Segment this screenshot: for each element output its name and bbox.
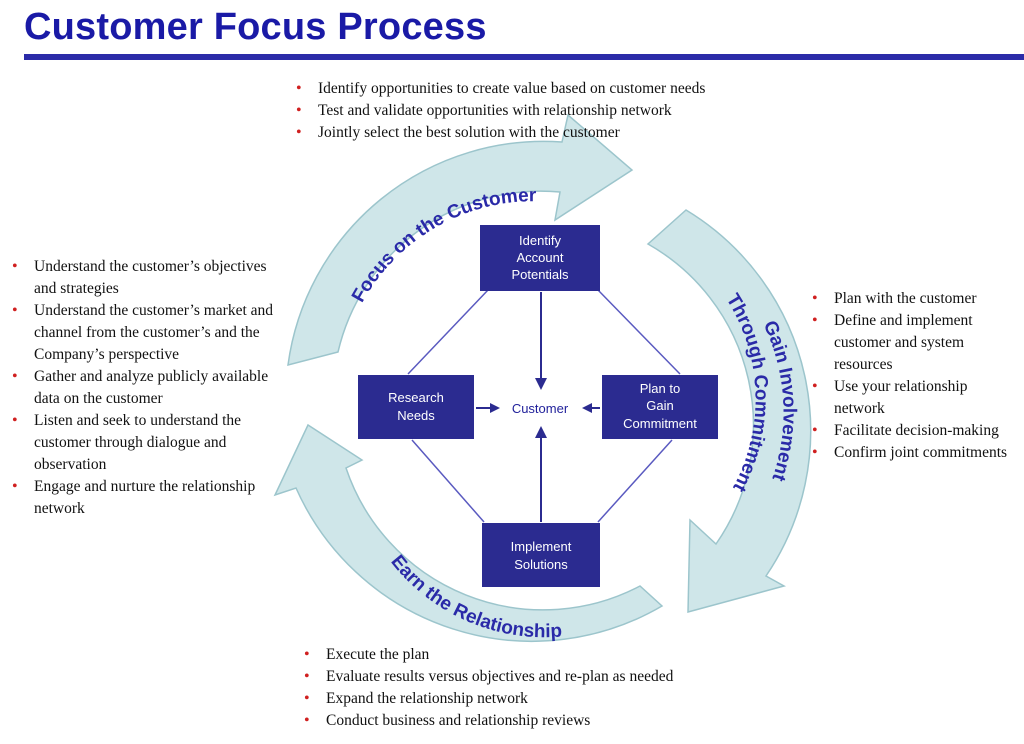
- list-item: Test and validate opportunities with rel…: [294, 100, 814, 122]
- svg-text:Plan to: Plan to: [640, 381, 680, 396]
- arrow-research-to-customer: [476, 403, 500, 413]
- svg-text:Account: Account: [517, 250, 564, 265]
- svg-text:Implement: Implement: [511, 539, 572, 554]
- box-implement-solutions: Implement Solutions: [482, 523, 600, 587]
- list-item: Conduct business and relationship review…: [302, 710, 782, 732]
- connector-research-implement: [411, 439, 485, 523]
- box-identify-account-potentials: Identify Account Potentials: [480, 225, 600, 291]
- svg-text:Research: Research: [388, 390, 444, 405]
- svg-text:Needs: Needs: [397, 408, 435, 423]
- list-item: Facilitate decision-making: [810, 420, 1020, 442]
- left-bullet-list: Understand the customer’s objectives and…: [10, 256, 280, 520]
- center-customer-label: Customer: [512, 401, 569, 416]
- svg-text:Commitment: Commitment: [623, 416, 697, 431]
- connector-identify-plan: [597, 289, 681, 375]
- arrow-identify-to-customer: [535, 292, 547, 390]
- svg-text:Identify: Identify: [519, 233, 561, 248]
- list-item: Understand the customer’s market and cha…: [10, 300, 280, 366]
- list-item: Understand the customer’s objectives and…: [10, 256, 280, 300]
- page-title: Customer Focus Process: [24, 6, 487, 48]
- top-bullet-list: Identify opportunities to create value b…: [294, 78, 814, 144]
- arrow-gain-involvement: [646, 209, 812, 613]
- right-bullet-list: Plan with the customer Define and implem…: [810, 288, 1020, 464]
- list-item: Gather and analyze publicly available da…: [10, 366, 280, 410]
- list-item: Define and implement customer and system…: [810, 310, 1020, 376]
- title-divider: [24, 54, 1024, 60]
- box-plan-to-gain-commitment: Plan to Gain Commitment: [602, 375, 718, 439]
- list-item: Plan with the customer: [810, 288, 1020, 310]
- list-item: Jointly select the best solution with th…: [294, 122, 814, 144]
- list-item: Identify opportunities to create value b…: [294, 78, 814, 100]
- list-item: Execute the plan: [302, 644, 782, 666]
- svg-text:Solutions: Solutions: [514, 557, 568, 572]
- list-item: Evaluate results versus objectives and r…: [302, 666, 782, 688]
- arrow-implement-to-customer: [535, 426, 547, 522]
- svg-text:Gain: Gain: [646, 398, 673, 413]
- list-item: Engage and nurture the relationship netw…: [10, 476, 280, 520]
- connector-plan-implement: [597, 439, 673, 523]
- arrow-plan-to-customer: [582, 403, 600, 413]
- list-item: Use your relationship network: [810, 376, 1020, 420]
- box-research-needs: Research Needs: [358, 375, 474, 439]
- svg-text:Potentials: Potentials: [511, 267, 569, 282]
- list-item: Expand the relationship network: [302, 688, 782, 710]
- list-item: Listen and seek to understand the custom…: [10, 410, 280, 476]
- list-item: Confirm joint commitments: [810, 442, 1020, 464]
- connector-identify-research: [407, 289, 489, 375]
- bottom-bullet-list: Execute the plan Evaluate results versus…: [302, 644, 782, 732]
